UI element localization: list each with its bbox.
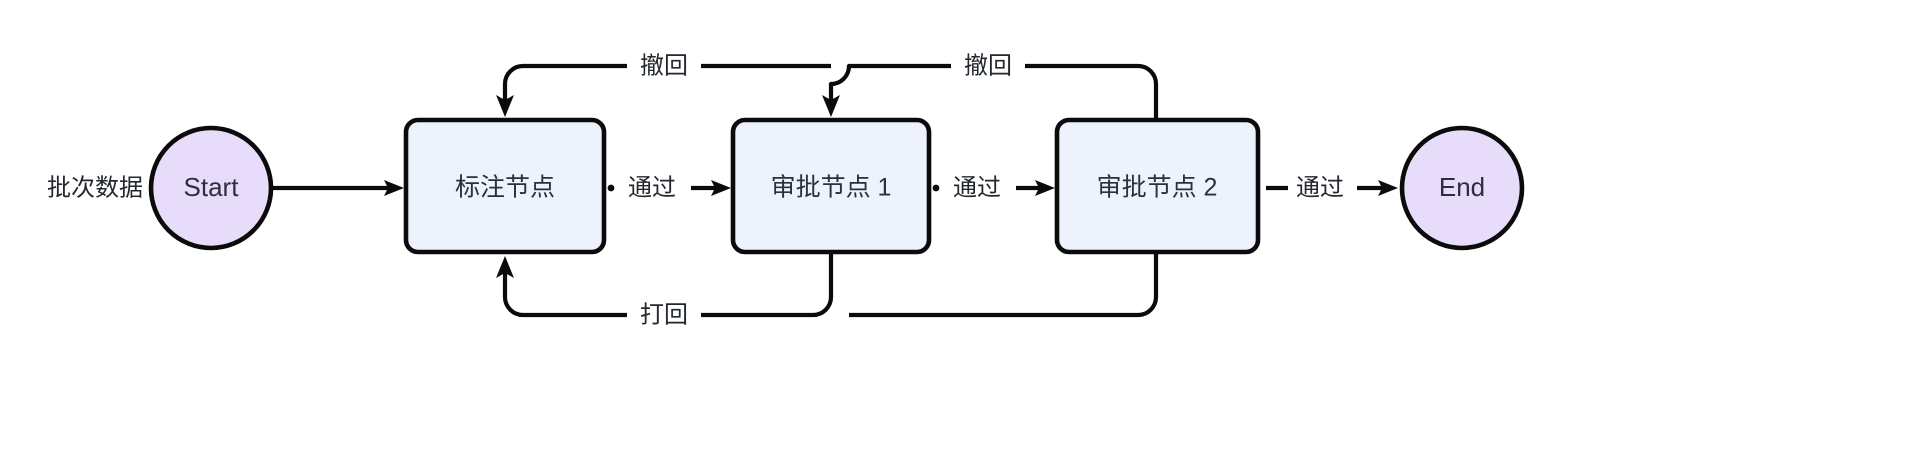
approve1-label: 审批节点 1 — [771, 174, 892, 202]
edge-approve1-to-approve2 — [932, 180, 1055, 196]
edge-annotate-to-approve1 — [607, 180, 731, 196]
edge-label-text: 打回 — [640, 301, 688, 328]
node-approve2[interactable]: 审批节点 2 — [1054, 117, 1261, 255]
edge-label-approve1-to-approve2: 通过 — [945, 172, 1008, 205]
edge-label-text: 通过 — [628, 174, 676, 201]
end-circle[interactable] — [1399, 125, 1525, 251]
start-circle[interactable] — [148, 125, 274, 251]
edge-label-approve2-to-end: 通过 — [1288, 172, 1351, 205]
edge-approve1-reject-to-annotate — [496, 252, 1159, 318]
annotate-box[interactable] — [403, 117, 607, 255]
edge-start-to-annotate — [272, 180, 404, 196]
edge-label-text: 撤回 — [964, 52, 1012, 79]
edge-label-text: 撤回 — [640, 52, 688, 79]
edge-approve2-to-end — [1266, 180, 1398, 196]
edge-label-text: 通过 — [953, 174, 1001, 201]
node-annotate[interactable]: 标注节点 — [403, 117, 607, 255]
edge-label-approve1-withdraw: 撤回 — [632, 50, 695, 83]
end-label: End — [1439, 172, 1485, 202]
edge-label-approve1-reject: 打回 — [632, 299, 695, 332]
annotate-label: 标注节点 — [455, 174, 555, 202]
node-end[interactable]: End — [1399, 125, 1525, 251]
edge-approve2-withdraw-to-approve1 — [822, 63, 1159, 252]
approve2-box[interactable] — [1054, 117, 1261, 255]
edge-approve1-withdraw-to-annotate — [496, 63, 831, 117]
edge-label-text: 通过 — [1296, 174, 1344, 201]
edge-label-approve2-withdraw: 撤回 — [956, 50, 1019, 83]
edge-label-annotate-to-approve1: 通过 — [620, 172, 683, 205]
batch-data-label: 批次数据 — [47, 174, 143, 201]
approve2-label: 审批节点 2 — [1097, 174, 1218, 202]
node-start[interactable]: Start — [148, 125, 274, 251]
approve1-box[interactable] — [730, 117, 932, 255]
node-approve1[interactable]: 审批节点 1 — [730, 117, 932, 255]
start-label: Start — [184, 172, 240, 202]
